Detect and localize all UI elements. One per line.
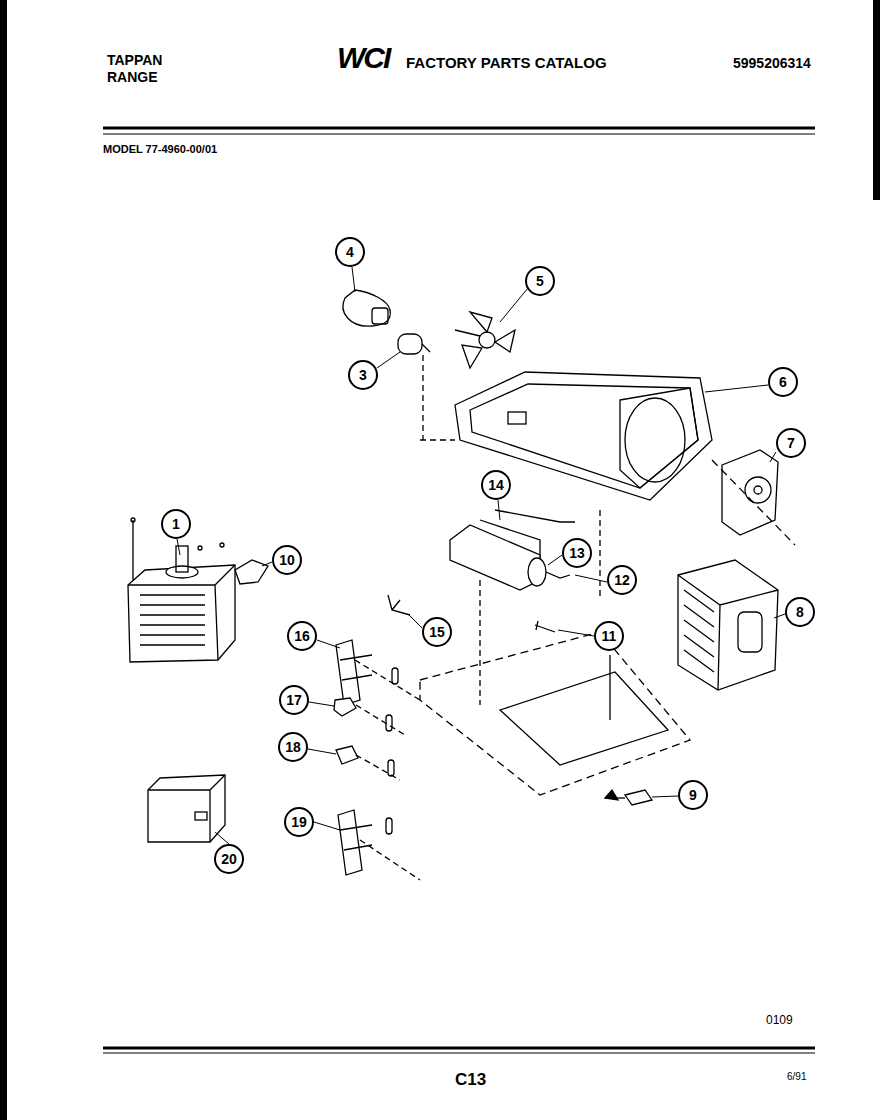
callout-number: 20 [221, 852, 237, 866]
callout-circle: 5 [525, 266, 555, 296]
rules [103, 128, 815, 1053]
callout-number: 14 [488, 478, 504, 492]
callout-number: 6 [779, 375, 787, 389]
callout-circle: 17 [279, 685, 309, 715]
date-code: 6/91 [787, 1071, 806, 1083]
callout-number: 11 [602, 629, 617, 643]
callout-circle: 4 [335, 237, 365, 267]
callout-number: 3 [359, 368, 367, 382]
parts [128, 290, 795, 880]
callout-number: 5 [536, 274, 544, 288]
callout-number: 4 [346, 245, 354, 259]
callout-circle: 18 [278, 732, 308, 762]
callout-circle: 8 [785, 597, 815, 627]
callout-circle: 9 [678, 780, 708, 810]
callout-circle: 3 [348, 360, 378, 390]
catalog-number: 5995206314 [733, 55, 811, 72]
callout-circle: 7 [776, 428, 806, 458]
callout-number: 18 [285, 740, 301, 754]
callout-number: 19 [291, 815, 307, 829]
callout-number: 9 [689, 788, 697, 802]
callout-number: 8 [796, 605, 804, 619]
callout-circle: 12 [607, 565, 637, 595]
callout-circle: 13 [562, 538, 592, 568]
callout-number: 17 [286, 693, 302, 707]
callout-circle: 16 [287, 621, 317, 651]
callout-circle: 14 [481, 470, 511, 500]
figure-number: 0109 [766, 1013, 793, 1027]
callout-number: 12 [614, 573, 630, 587]
brand-name: TAPPAN RANGE [107, 52, 177, 86]
logo-text: WCI [337, 43, 389, 73]
callout-circle: 10 [272, 545, 302, 575]
callout-circle: 6 [768, 367, 798, 397]
callout-number: 13 [569, 546, 585, 560]
callout-number: 15 [429, 625, 445, 639]
callout-number: 1 [172, 517, 180, 531]
callout-number: 7 [787, 436, 795, 450]
callout-circle: 11 [594, 621, 624, 651]
callout-number: 10 [279, 553, 295, 567]
callout-circle: 19 [284, 807, 314, 837]
model-number: MODEL 77-4960-00/01 [103, 143, 217, 156]
catalog-title: FACTORY PARTS CATALOG [406, 54, 607, 72]
callout-number: 16 [294, 629, 310, 643]
leader-lines [177, 267, 785, 844]
callout-circle: 1 [161, 509, 191, 539]
callout-circle: 15 [422, 617, 452, 647]
page-number: C13 [455, 1070, 486, 1090]
callout-circle: 20 [214, 844, 244, 874]
